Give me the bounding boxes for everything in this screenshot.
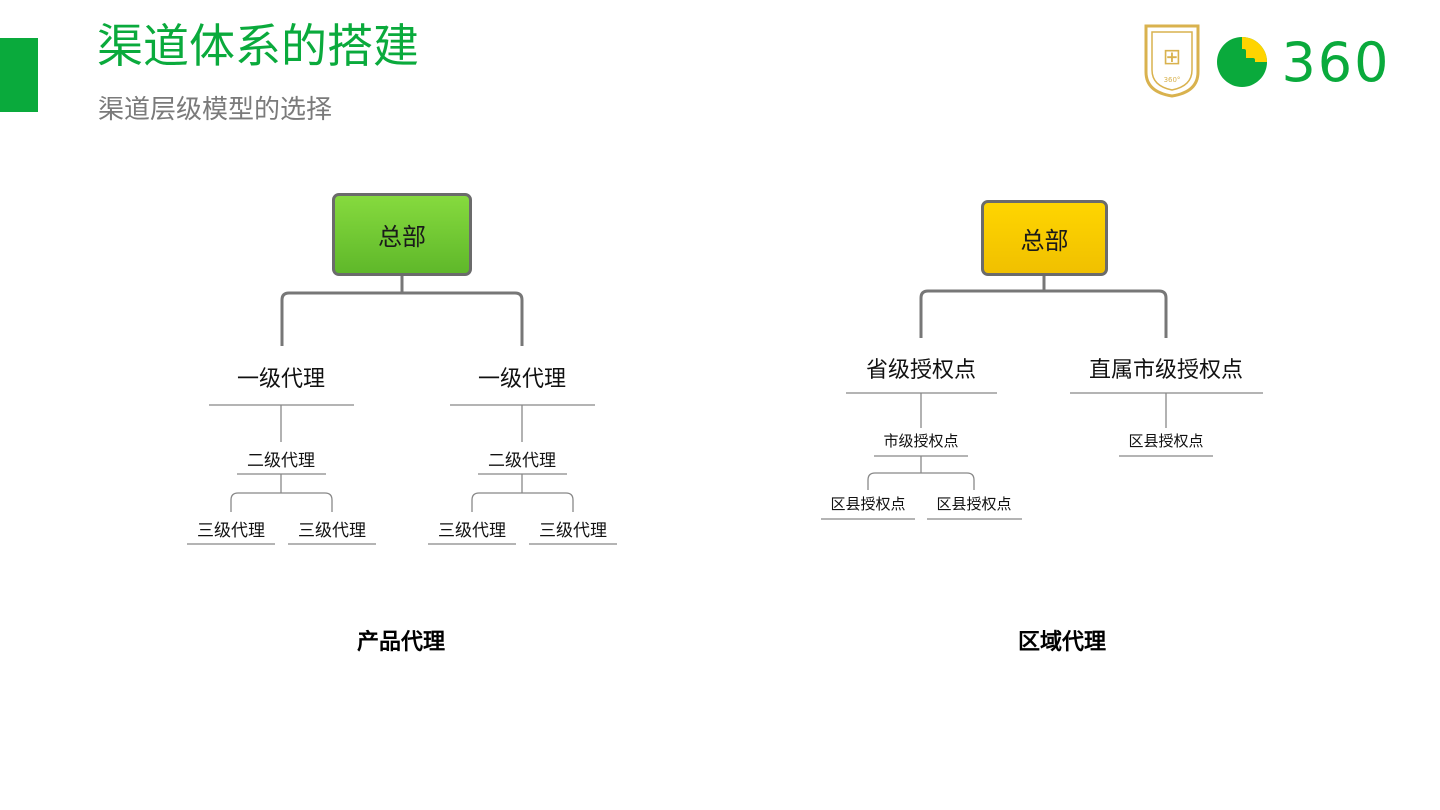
regional-level2-point: 区县授权点 (1128, 432, 1204, 450)
product-level1-agent: 一级代理 (236, 367, 326, 392)
product-agency-caption: 产品代理 (356, 630, 446, 655)
page-subtitle: 渠道层级模型的选择 (98, 95, 333, 125)
regional-root-node: 总部 (981, 200, 1108, 276)
product-level3-agent: 三级代理 (298, 521, 366, 541)
anniversary-badge-logo: ⊞ 360° (1144, 24, 1200, 98)
accent-bar (0, 38, 38, 112)
page-title: 渠道体系的搭建 (97, 19, 419, 73)
product-level3-agent: 三级代理 (197, 521, 265, 541)
product-root-node: 总部 (332, 193, 472, 276)
brand-360-logo: 360 (1217, 34, 1390, 90)
product-level3-agent: 三级代理 (539, 521, 607, 541)
svg-text:⊞: ⊞ (1163, 45, 1181, 70)
product-level2-agent: 二级代理 (247, 451, 315, 471)
regional-level1-point: 直属市级授权点 (1088, 358, 1244, 383)
product-level3-agent: 三级代理 (438, 521, 506, 541)
product-level2-agent: 二级代理 (488, 451, 556, 471)
regional-level2-point: 市级授权点 (883, 432, 959, 450)
regional-level3-point: 区县授权点 (830, 495, 906, 513)
product-level1-agent: 一级代理 (477, 367, 567, 392)
svg-text:360: 360 (1281, 34, 1390, 90)
regional-agency-caption: 区域代理 (1017, 630, 1107, 655)
svg-text:360°: 360° (1164, 76, 1181, 84)
regional-level3-point: 区县授权点 (936, 495, 1012, 513)
regional-level1-point: 省级授权点 (865, 358, 977, 383)
